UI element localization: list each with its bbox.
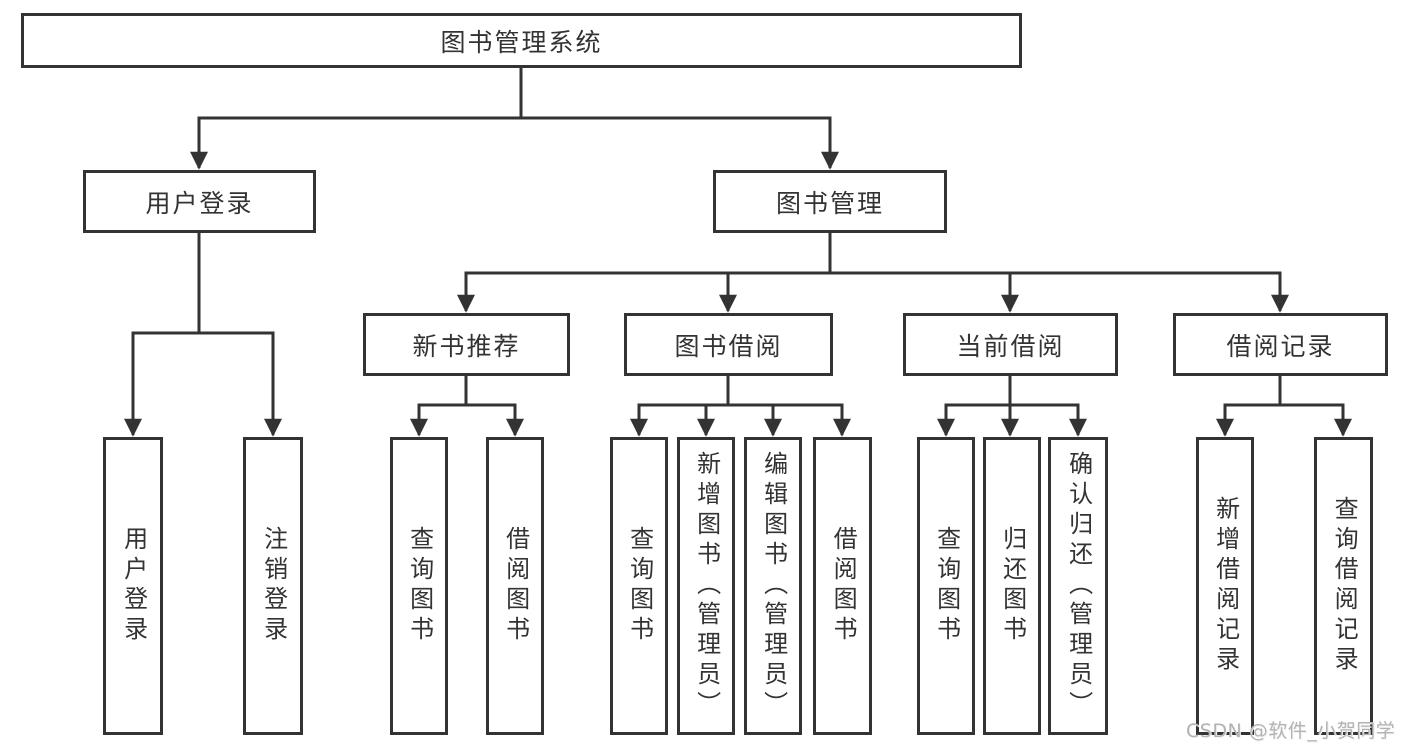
leaf-cb-confirm-return-admin-label: 确认归还（管理员）: [1064, 451, 1093, 721]
leaf-cb-confirm-return-admin: 确认归还（管理员）: [1048, 437, 1108, 735]
watermark: CSDN @软件_小贺同学: [1186, 720, 1396, 742]
leaf-bb-borrow-books-label: 借阅图书: [829, 526, 858, 646]
leaf-bb-borrow-books: 借阅图书: [813, 437, 872, 735]
leaf-logout: 注销登录: [243, 437, 303, 735]
leaf-user-login: 用户登录: [103, 437, 163, 735]
leaf-cb-query-books: 查询图书: [917, 437, 975, 735]
leaf-bb-add-books-admin: 新增图书（管理员）: [677, 437, 735, 735]
node-current-borrow: 当前借阅: [903, 313, 1118, 376]
leaf-cb-return-books-label: 归还图书: [998, 526, 1027, 646]
node-borrow-records: 借阅记录: [1173, 313, 1388, 376]
leaf-bb-edit-books-admin: 编辑图书（管理员）: [744, 437, 802, 735]
leaf-bb-edit-books-admin-label: 编辑图书（管理员）: [759, 451, 788, 721]
leaf-br-query-record-label: 查询借阅记录: [1330, 496, 1359, 676]
leaf-nbr-borrow-books: 借阅图书: [486, 437, 544, 735]
leaf-br-add-record-label: 新增借阅记录: [1211, 496, 1240, 676]
leaf-br-add-record: 新增借阅记录: [1196, 437, 1254, 735]
leaf-user-login-label: 用户登录: [119, 526, 148, 646]
leaf-nbr-query-books-label: 查询图书: [405, 526, 434, 646]
node-user-login: 用户登录: [83, 170, 316, 233]
leaf-cb-return-books: 归还图书: [983, 437, 1041, 735]
leaf-nbr-borrow-books-label: 借阅图书: [501, 526, 530, 646]
leaf-logout-label: 注销登录: [259, 526, 288, 646]
node-root: 图书管理系统: [21, 13, 1022, 68]
leaf-bb-query-books: 查询图书: [610, 437, 668, 735]
leaf-bb-add-books-admin-label: 新增图书（管理员）: [692, 451, 721, 721]
leaf-br-query-record: 查询借阅记录: [1314, 437, 1373, 735]
node-book-borrow: 图书借阅: [624, 313, 833, 376]
leaf-cb-query-books-label: 查询图书: [932, 526, 961, 646]
node-book-management: 图书管理: [713, 170, 947, 233]
node-new-book-recommend: 新书推荐: [363, 313, 570, 376]
leaf-bb-query-books-label: 查询图书: [625, 526, 654, 646]
leaf-nbr-query-books: 查询图书: [390, 437, 448, 735]
